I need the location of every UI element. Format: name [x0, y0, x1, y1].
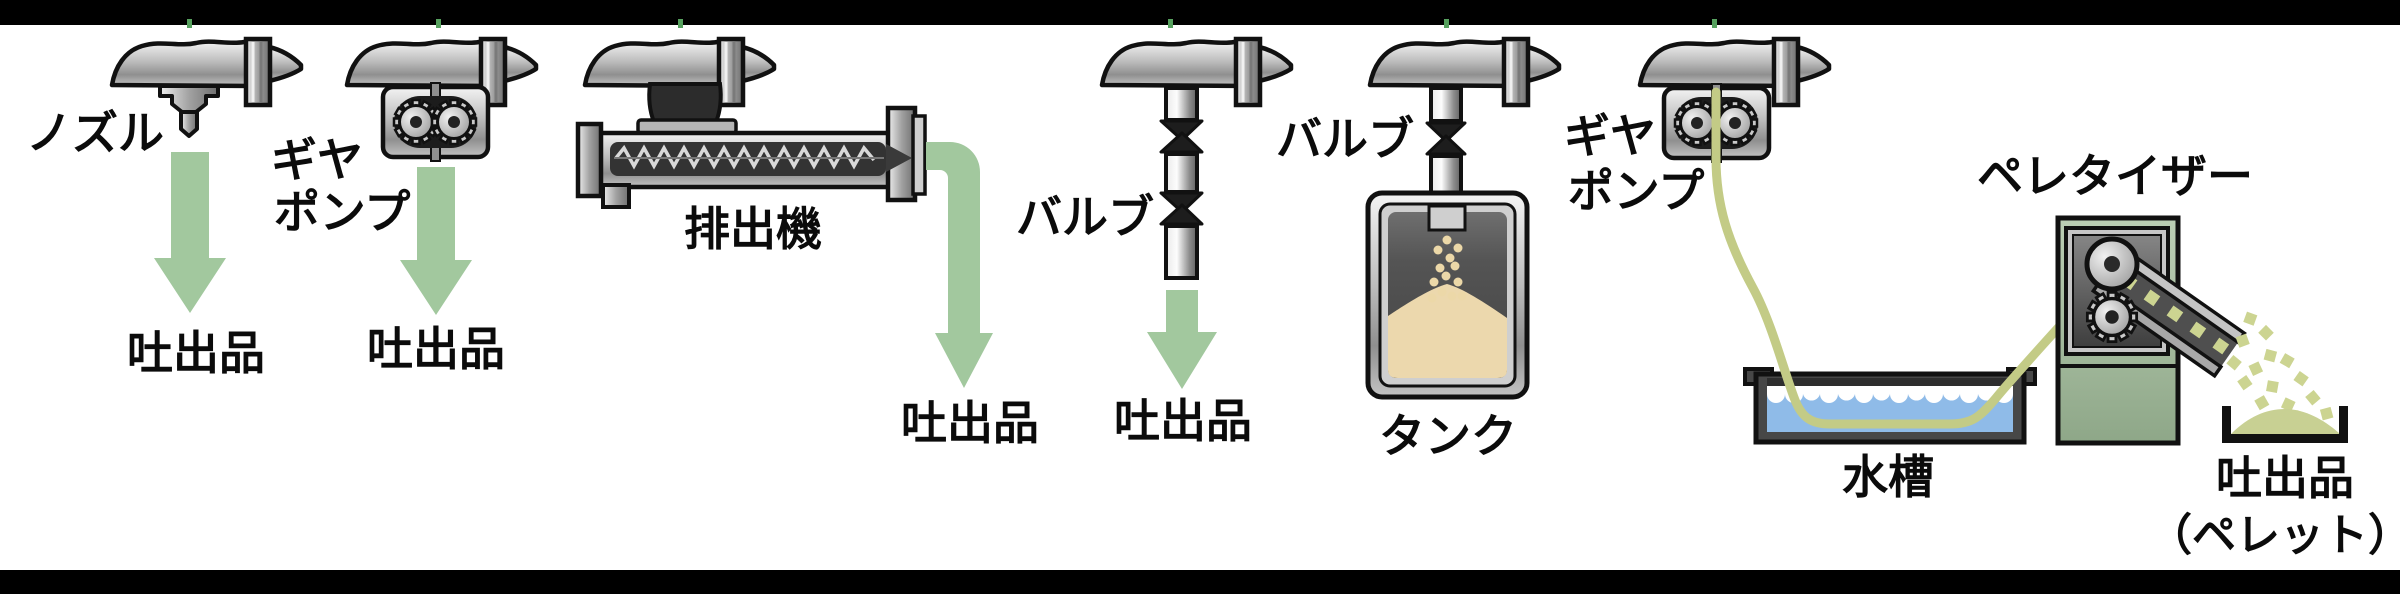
nozzle-output-label: 吐出品 — [127, 327, 265, 379]
tank-label: タンク — [1379, 410, 1517, 462]
gear-pump-label-2: ポンプ — [1568, 165, 1705, 217]
extruder-label: 排出機 — [684, 203, 822, 255]
water-bath-label: 水槽 — [1842, 451, 1934, 503]
feed-tick-icons — [187, 19, 1717, 28]
nozzle-label: ノズル — [26, 107, 164, 159]
down-arrow-icon — [154, 152, 226, 313]
gear-pump-label-1: ギヤ — [271, 134, 363, 186]
falling-drops-icon — [1427, 235, 1467, 303]
valve-label: バルブ — [1276, 113, 1414, 165]
pellet-output-note: （ペレット） — [2148, 511, 2400, 560]
valve-icon — [1425, 86, 1467, 210]
pellet-container-icon — [2222, 406, 2348, 443]
tank-icon — [1365, 190, 1530, 400]
section-valve: バルブ 吐出品 — [1016, 86, 1252, 447]
pelletizer-icon — [2055, 215, 2247, 446]
elbow-arrow-icon — [926, 142, 993, 388]
section-extruder: 排出機 吐出品 — [575, 82, 1039, 449]
section-nozzle: ノズル 吐出品 — [26, 84, 265, 379]
top-black-bar — [0, 0, 2400, 25]
gear-pump-output-label: 吐出品 — [367, 323, 505, 375]
extruder-output-label: 吐出品 — [901, 397, 1039, 449]
chute-icon — [2090, 245, 2247, 379]
extruder-icon — [575, 82, 927, 209]
down-arrow-icon — [400, 167, 472, 315]
gear-pump-label-2: ポンプ — [274, 186, 411, 238]
section-strand-pelletizing: ギヤ ポンプ 水槽 ペレタイザー 吐出品 （ペレット） — [1564, 84, 2400, 560]
section-gear-pump: ギヤ ポンプ 吐出品 — [271, 83, 505, 375]
pelletizer-label: ペレタイザー — [1977, 150, 2253, 202]
kneader-body-icons — [112, 39, 1829, 105]
nozzle-icon — [158, 84, 220, 138]
section-valve-tank: バルブ タンク — [1276, 86, 1530, 462]
gear-pump-icon — [383, 83, 488, 161]
pellet-spray-icon — [2226, 311, 2334, 421]
valve-output-label: 吐出品 — [1114, 395, 1252, 447]
strand-line — [1711, 87, 2103, 429]
valve-label: バルブ — [1016, 191, 1154, 243]
bottom-black-bar — [0, 570, 2400, 594]
pellet-output-label: 吐出品 — [2216, 452, 2354, 504]
valve-icon — [1159, 86, 1204, 280]
down-arrow-icon — [1147, 290, 1217, 389]
gear-pump-label-1: ギヤ — [1564, 110, 1656, 162]
